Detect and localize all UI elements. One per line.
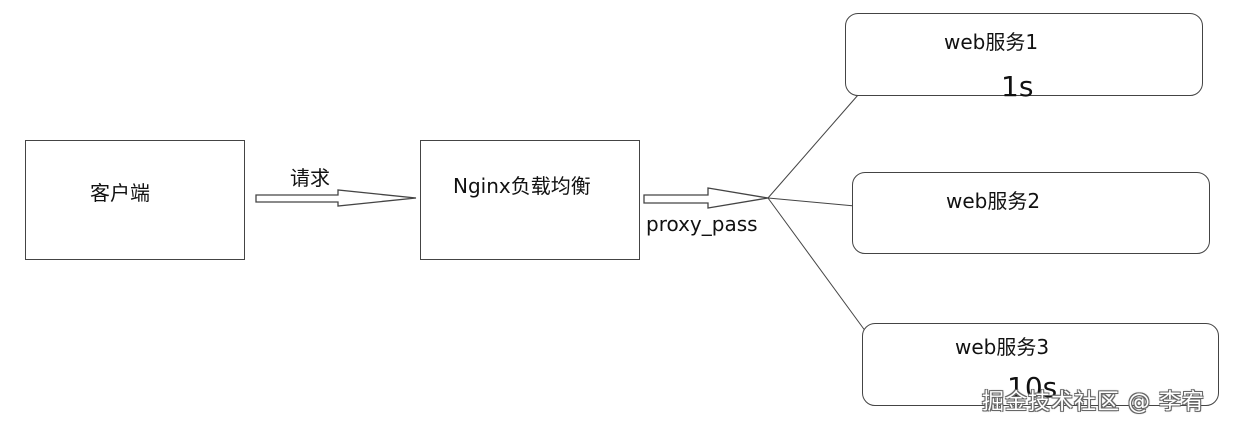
- nginx-label: Nginx负载均衡: [453, 174, 591, 198]
- request-arrow: [255, 189, 417, 207]
- web-server-3-box: [862, 323, 1219, 406]
- web-server-1-box: [845, 13, 1203, 96]
- web-server-3-label: web服务3: [955, 335, 1050, 359]
- web-server-3-timing: 10s: [1007, 371, 1058, 404]
- request-label: 请求: [290, 166, 330, 190]
- nginx-box: [420, 140, 640, 260]
- client-label: 客户端: [90, 181, 150, 205]
- connector-line-server1: [767, 94, 859, 199]
- web-server-2-label: web服务2: [946, 189, 1041, 213]
- web-server-1-timing: 1s: [1001, 70, 1034, 103]
- web-server-2-box: [852, 172, 1210, 254]
- proxy-pass-arrow: [643, 187, 769, 209]
- connector-line-server3: [767, 197, 867, 333]
- web-server-1-label: web服务1: [944, 30, 1039, 54]
- proxy-pass-label: proxy_pass: [646, 212, 758, 236]
- client-box: [25, 140, 245, 260]
- watermark: 掘金技术社区 @ 李宥: [982, 390, 1205, 415]
- connector-line-server2: [767, 197, 856, 207]
